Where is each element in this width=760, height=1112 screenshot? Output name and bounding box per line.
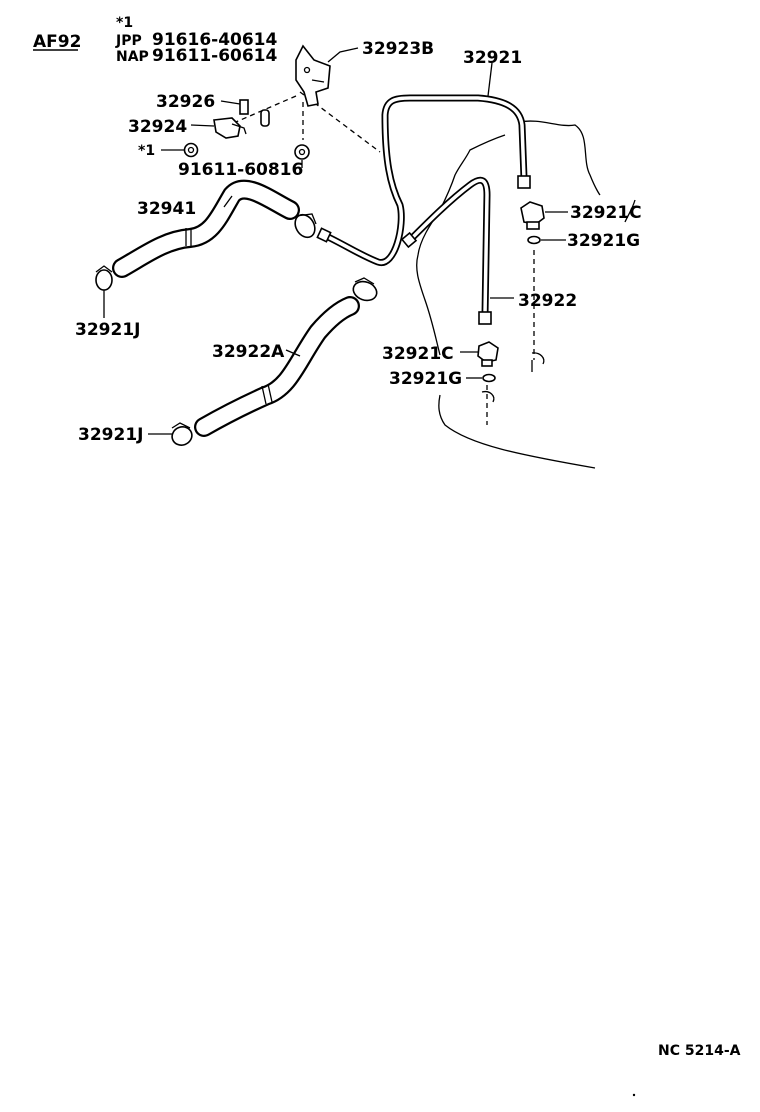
callout-32922: 32922 <box>518 291 577 311</box>
scan-speck <box>632 1093 636 1097</box>
callout-32921G-bottom: 32921G <box>389 369 462 389</box>
callout-91611-60816: 91611-60816 <box>178 160 303 180</box>
note-jpp-part-number: 91616-40614 <box>152 30 278 50</box>
nut-91611-60816 <box>294 144 310 160</box>
callout-32921C-bottom: 32921C <box>382 344 454 364</box>
pipe-32922 <box>400 176 492 325</box>
leader-lines <box>103 47 568 435</box>
clamp-32921J-top <box>95 265 113 291</box>
callout-32921G-top: 32921G <box>567 231 640 251</box>
note-nap-part-number: 91611-60614 <box>152 46 278 66</box>
callout-32921J-top: 32921J <box>75 320 140 340</box>
grommet-32926-pair <box>260 109 270 127</box>
model-code-label: AF92 <box>33 32 81 52</box>
union-bolt-32921C-top <box>520 201 545 230</box>
grommet-32926 <box>239 99 249 115</box>
hose-32922A <box>194 296 360 437</box>
note-nap-prefix: NAP <box>116 49 149 65</box>
engine-port-top <box>531 352 545 372</box>
clamp-32921J-bottom <box>171 422 193 446</box>
callout-star1-prefix: *1 <box>138 143 155 159</box>
pipe-32922-end-fitting <box>478 311 492 325</box>
bracket-32923B <box>295 44 331 107</box>
callout-32922A: 32922A <box>212 342 285 362</box>
callout-32921C-top: 32921C <box>570 203 642 223</box>
gasket-32921G-bottom <box>482 373 496 383</box>
callout-32921: 32921 <box>463 48 522 68</box>
pipe-32921-end-fitting <box>517 175 531 189</box>
nut-star1 <box>183 142 199 158</box>
callout-32926: 32926 <box>156 92 215 112</box>
note-jpp-prefix: JPP <box>115 33 142 49</box>
pipe-32922-hose-end <box>400 231 418 249</box>
pipe-32921 <box>316 94 531 266</box>
hose-32941 <box>112 179 300 278</box>
callout-32921J-bottom: 32921J <box>78 425 143 445</box>
clamp-32941-pipe-end <box>294 213 317 239</box>
note-star1-prefix: *1 <box>116 15 133 31</box>
gasket-32921G-top <box>527 235 541 245</box>
pipe-32921-hose-end <box>316 227 332 243</box>
diagram-ref-code: NC 5214-A <box>658 1043 741 1059</box>
clip-32924 <box>213 117 247 139</box>
clamp-32922A-pipe-end <box>352 277 378 302</box>
callout-32924: 32924 <box>128 117 187 137</box>
dash-bracket-to-pipe <box>299 91 381 153</box>
callout-32923B: 32923B <box>362 39 434 59</box>
union-bolt-32921C-bottom <box>477 341 499 367</box>
engine-port-bottom <box>481 390 495 403</box>
callout-32941: 32941 <box>137 199 196 219</box>
